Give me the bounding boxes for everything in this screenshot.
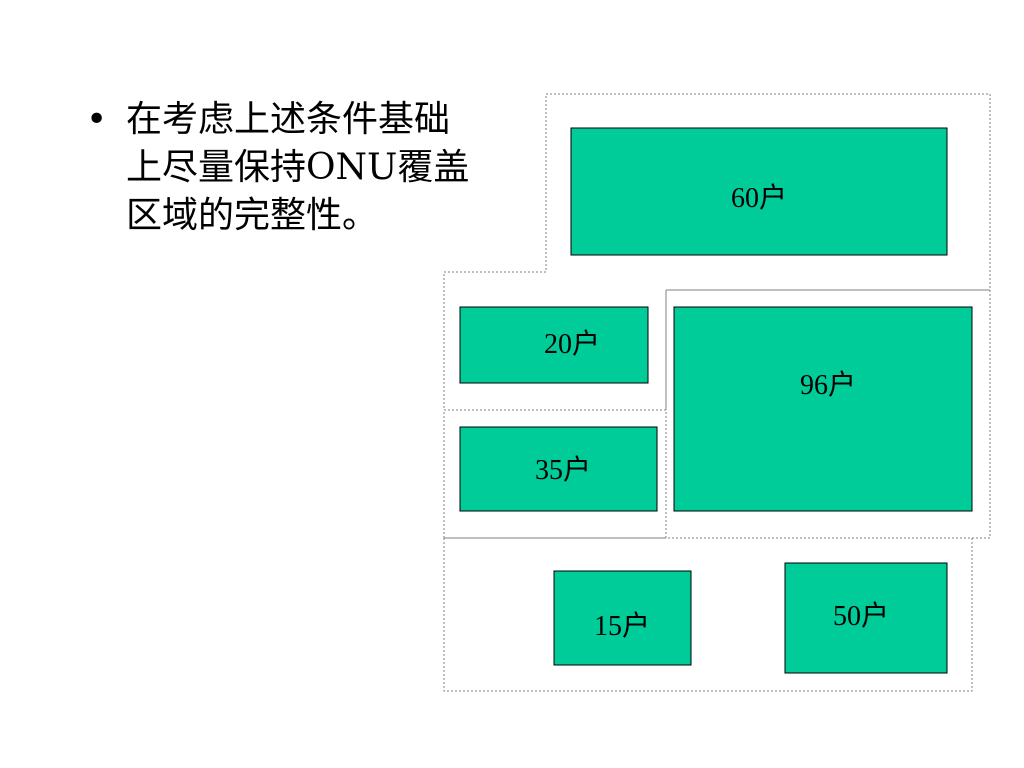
coverage-region-bottom <box>443 537 973 692</box>
block-20-rect <box>459 306 649 384</box>
block-15: 15户 <box>553 570 692 666</box>
block-60: 60户 <box>570 127 948 256</box>
block-35: 35户 <box>459 426 658 512</box>
block-96-label: 96户 <box>800 369 856 401</box>
block-50-label: 50户 <box>833 600 889 632</box>
block-20-label: 20户 <box>544 328 600 360</box>
block-15-label: 15户 <box>594 610 650 642</box>
block-15-rect <box>553 570 692 666</box>
bullet-marker: • <box>86 99 108 140</box>
block-60-label: 60户 <box>731 182 787 214</box>
block-35-rect <box>459 426 658 512</box>
block-96-rect <box>673 306 973 512</box>
bullet-line-3: 区域的完整性。 <box>126 195 379 236</box>
block-35-label: 35户 <box>535 454 591 486</box>
bullet-text: 在考虑上述条件基础 上尽量保持ONU覆盖 区域的完整性。 <box>126 96 496 240</box>
block-96: 96户 <box>673 306 973 512</box>
coverage-region-right <box>665 289 991 539</box>
block-20: 20户 <box>459 306 649 384</box>
bullet-line-2: 上尽量保持ONU覆盖 <box>126 147 470 188</box>
block-60-rect <box>570 127 948 256</box>
bullet-line-1: 在考虑上述条件基础 <box>126 99 451 140</box>
block-50: 50户 <box>784 562 948 674</box>
block-50-rect <box>784 562 948 674</box>
